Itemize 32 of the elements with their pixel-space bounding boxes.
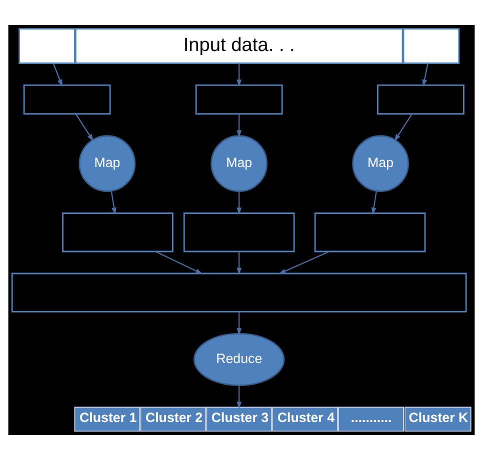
node-circle: Map [210, 135, 268, 192]
node-box [314, 212, 426, 252]
arrow [156, 251, 203, 274]
node-box: Cluster 3 [206, 406, 272, 432]
node-box: ........... [338, 406, 404, 432]
arrow [110, 191, 116, 215]
arrow [278, 251, 330, 274]
arrow [236, 385, 242, 409]
node-box [376, 84, 464, 115]
arrow [52, 63, 62, 87]
arrow [236, 63, 242, 87]
node-box [23, 84, 111, 115]
arrow [394, 114, 412, 142]
arrow [236, 191, 242, 215]
arrow [371, 191, 377, 215]
arrow [236, 114, 242, 138]
node-box [62, 212, 174, 252]
node-ellipse: Reduce [193, 332, 285, 386]
node-box [402, 28, 460, 64]
node-box [183, 212, 295, 252]
node-box: Cluster 1 [74, 406, 140, 432]
arrow [422, 63, 428, 87]
node-box [18, 28, 76, 64]
node-box [195, 84, 283, 115]
node-box: Cluster K [404, 406, 472, 432]
arrow [236, 312, 242, 336]
arrow [75, 114, 94, 142]
arrow [236, 252, 242, 275]
node-box [11, 272, 467, 312]
node-box: Cluster 2 [140, 406, 206, 432]
node-box: Input data. . . [74, 28, 404, 64]
node-box: Cluster 4 [272, 406, 338, 432]
